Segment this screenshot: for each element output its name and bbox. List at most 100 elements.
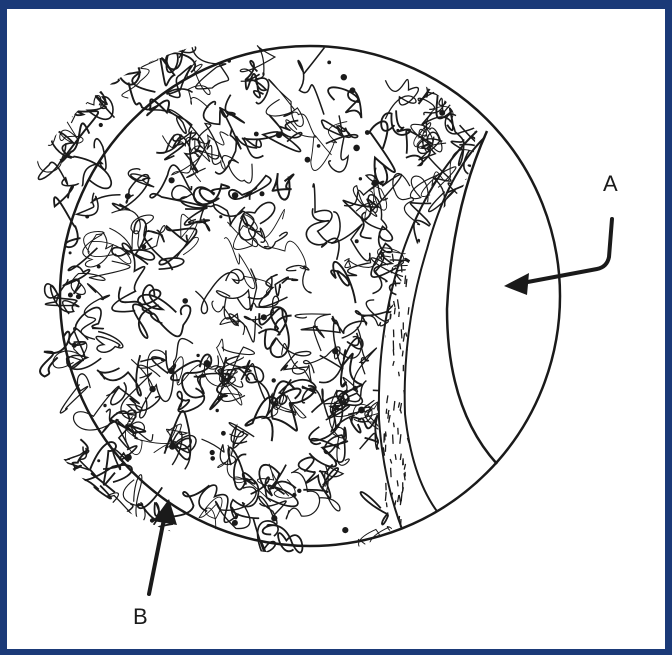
stipple-mark xyxy=(399,372,400,376)
fibre-strand xyxy=(423,51,456,75)
fibre-knot xyxy=(372,180,379,187)
fibre-knot xyxy=(439,110,445,116)
fibre-knot xyxy=(169,443,176,450)
stipple-mark xyxy=(395,280,396,286)
fibre-knot xyxy=(355,239,359,243)
stipple-mark xyxy=(401,264,402,273)
fibre-knot xyxy=(232,520,238,526)
fibre-knot xyxy=(254,132,259,137)
fibre-strand xyxy=(89,63,111,84)
fibre-strand xyxy=(60,70,92,92)
fibre-knot xyxy=(210,450,215,455)
stipple-mark xyxy=(408,307,409,315)
fibre-knot xyxy=(134,60,140,66)
fibre-knot xyxy=(261,314,267,320)
fibre-knot xyxy=(149,386,155,392)
fibre-knot xyxy=(72,343,77,348)
fibre-knot xyxy=(105,75,108,78)
stipple-mark xyxy=(385,492,386,501)
stipple-mark xyxy=(395,454,396,460)
fibre-knot xyxy=(276,132,283,139)
fibre-knot xyxy=(125,454,132,461)
fibre-knot xyxy=(272,378,276,382)
fibre-knot xyxy=(103,404,106,407)
fibre-knot xyxy=(260,191,265,196)
fibre-strand xyxy=(49,497,75,525)
fibre-knot xyxy=(97,265,101,269)
stipple-mark xyxy=(386,431,387,436)
stipple-mark xyxy=(394,308,395,315)
label-a: A xyxy=(603,171,618,196)
stipple-mark xyxy=(406,279,407,287)
fibre-knot xyxy=(69,251,72,254)
fibre-knot xyxy=(76,294,81,299)
label-b: B xyxy=(133,604,148,629)
fibre-strand xyxy=(106,44,140,84)
fibre-knot xyxy=(68,293,73,298)
stipple-mark xyxy=(389,300,390,307)
fibre-knot xyxy=(97,459,100,462)
fibre-knot xyxy=(297,489,301,493)
stipple-mark xyxy=(395,500,396,505)
fibre-knot xyxy=(350,87,356,93)
fibre-knot xyxy=(317,144,321,148)
fibre-strand xyxy=(424,31,464,54)
fibre-strand xyxy=(82,504,133,544)
fibre-knot xyxy=(332,348,338,354)
fibre-strand xyxy=(123,475,145,522)
fibre-knot xyxy=(227,59,231,63)
fibre-strand xyxy=(67,439,88,501)
fibre-strand xyxy=(166,13,204,72)
fibre-knot xyxy=(182,298,188,304)
stipple-mark xyxy=(401,329,402,338)
fibre-knot xyxy=(204,360,211,367)
stipple-mark xyxy=(404,390,405,394)
fibre-knot xyxy=(292,493,296,497)
fibre-strand xyxy=(48,23,76,79)
fibre-knot xyxy=(125,193,131,199)
fibre-knot xyxy=(353,386,358,391)
fibre-knot xyxy=(365,130,370,135)
stipple-mark xyxy=(388,413,389,419)
fibre-strand xyxy=(52,466,82,515)
fibre-knot xyxy=(341,74,347,80)
fibre-knot xyxy=(169,177,175,183)
fibre-strand xyxy=(41,492,70,524)
stipple-mark xyxy=(400,343,401,349)
stipple-mark xyxy=(391,314,392,319)
arrow-b xyxy=(149,499,177,594)
fibre-strand xyxy=(37,94,61,172)
fibre-knot xyxy=(327,61,331,65)
stipple-mark xyxy=(397,480,398,486)
fibre-knot xyxy=(358,407,365,414)
fibre-strand xyxy=(69,520,96,550)
stipple-mark xyxy=(394,423,395,428)
fibre-knot xyxy=(179,134,182,137)
stipple-mark xyxy=(400,500,401,506)
fibre-strand xyxy=(38,143,78,185)
fibre-knot xyxy=(221,431,226,436)
fibre-knot xyxy=(305,157,311,163)
diagram-canvas: A B xyxy=(7,9,665,649)
fibre-knot xyxy=(271,515,277,521)
stipple-mark xyxy=(393,435,394,444)
fibre-strand xyxy=(62,108,98,161)
fibre-strand xyxy=(77,511,123,553)
stipple-mark xyxy=(401,519,402,527)
fibre-strand xyxy=(65,447,90,471)
tissue-diagram: A B xyxy=(7,9,665,649)
fibre-strand xyxy=(88,88,115,120)
stipple-mark xyxy=(386,502,387,507)
fibre-knot xyxy=(342,527,348,533)
stipple-mark xyxy=(399,312,400,317)
fibre-knot xyxy=(85,215,89,219)
stipple-mark xyxy=(400,454,401,460)
fibre-strand xyxy=(457,509,506,542)
fibre-knot xyxy=(141,244,146,249)
fibre-strand xyxy=(41,492,66,517)
stipple-mark xyxy=(402,351,403,357)
fibre-knot xyxy=(99,123,103,127)
fibre-knot xyxy=(359,177,362,180)
fibre-knot xyxy=(353,145,360,152)
